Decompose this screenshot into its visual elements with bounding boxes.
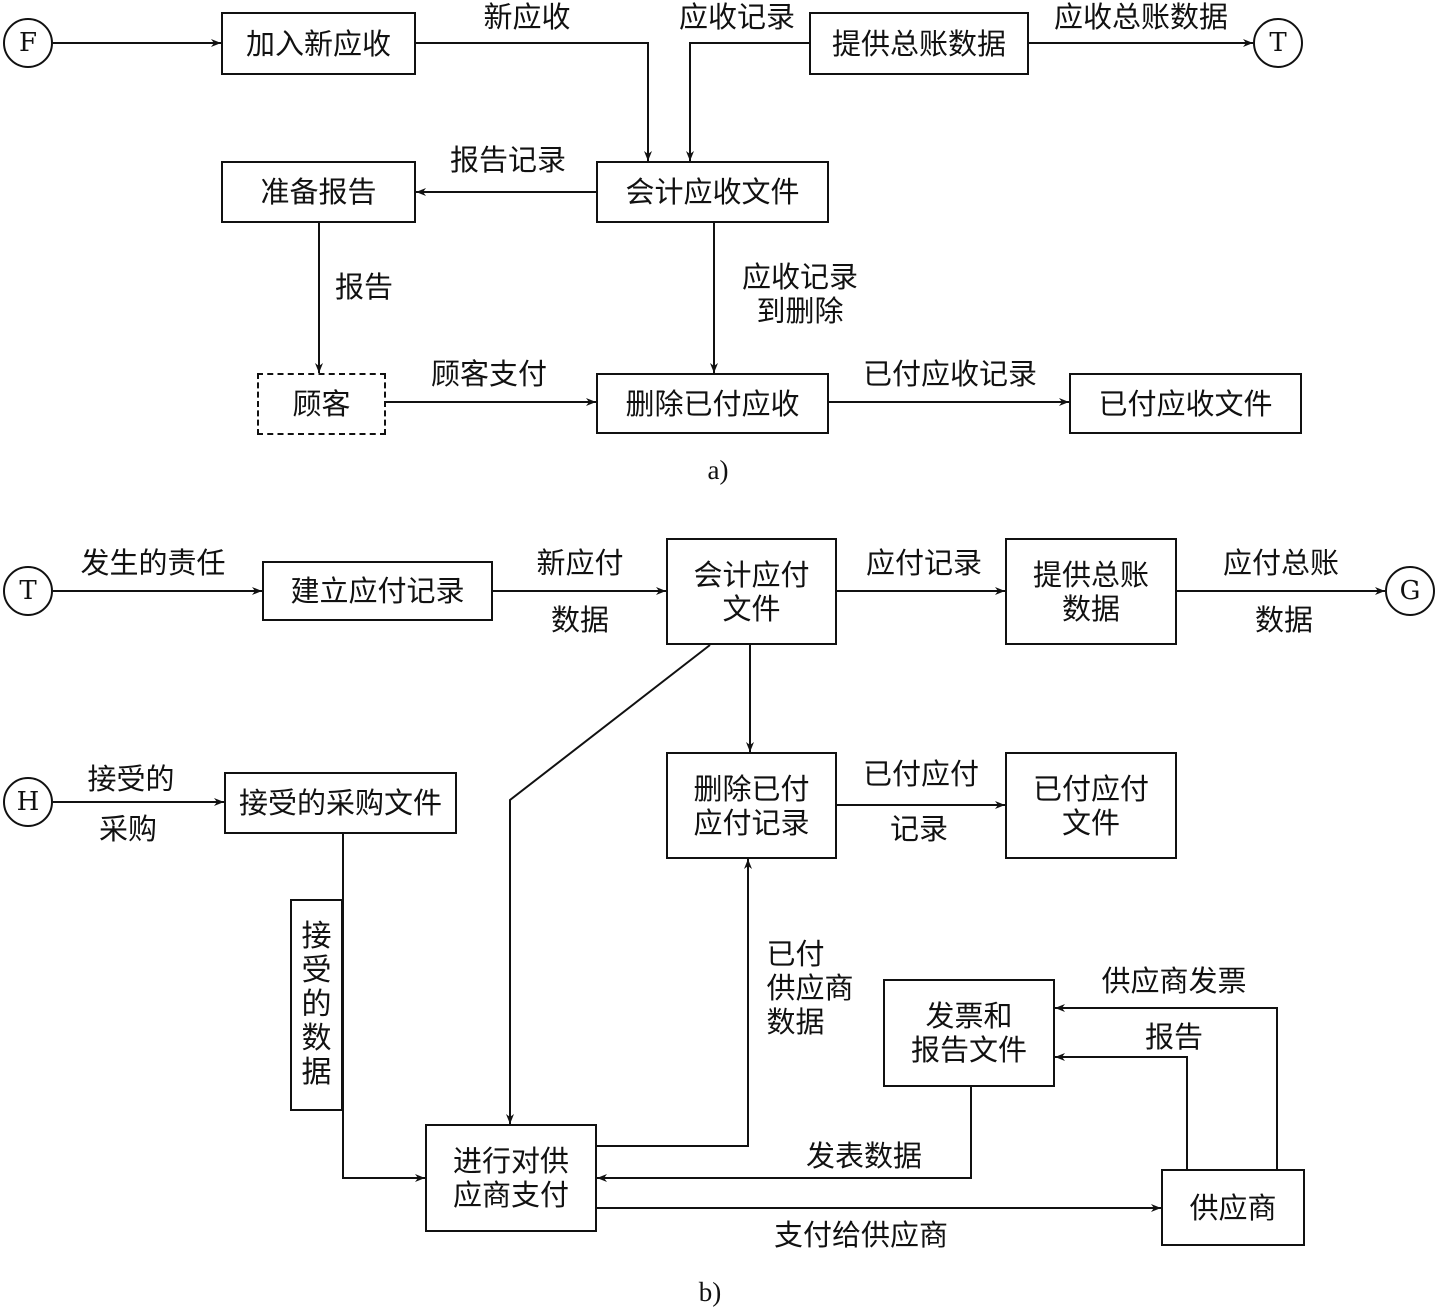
arrow-vendor-invoice [1055,1004,1278,1169]
box-ap-file: 会计应付 文件 [666,538,837,645]
caption-a: a) [707,455,729,485]
arrow-invoice-data [597,1087,972,1182]
box-provide-gl-data-b: 提供总账 数据 [1005,538,1177,645]
box-ar-file: 会计应收文件 [596,161,829,223]
label-new-ap-2: 数据 [550,603,610,637]
arrow-payment-to-delete [597,859,752,1147]
label-new-ap-1: 新应付 [536,546,624,580]
arrow-accepted-to-payment [342,834,425,1182]
box-prepare-report: 准备报告 [221,161,416,223]
label-report-a: 报告 [334,270,394,304]
box-add-new-ar: 加入新应收 [221,12,416,75]
label-report-b: 报告 [1144,1020,1204,1054]
box-accepted-data: 接 受 的 数 据 [290,899,343,1111]
label-ar-to-delete: 应收记录 到删除 [741,260,859,328]
connector-t-b: T [3,566,53,616]
connector-g: G [1385,566,1435,616]
label-paid-vendor-data: 已付 供应商 数据 [766,937,854,1039]
label-accepted-purchase-2: 采购 [98,812,158,846]
label-paid-ap-2: 记录 [889,812,949,846]
label-customer-payment: 顾客支付 [430,357,548,391]
label-liability: 发生的责任 [80,546,226,580]
label-pay-to-vendor: 支付给供应商 [773,1218,949,1252]
box-delete-paid-ap: 删除已付 应付记录 [666,752,837,859]
connector-f: F [3,18,53,68]
label-invoice-data: 发表数据 [805,1139,923,1173]
label-new-ar: 新应收 [483,0,571,34]
connector-t-a: T [1253,18,1303,68]
box-invoice-report-file: 发票和 报告文件 [883,979,1055,1087]
box-delete-paid-ar: 删除已付应收 [596,373,829,434]
label-ar-record: 应收记录 [678,0,796,34]
box-vendor: 供应商 [1161,1169,1305,1246]
label-ap-record: 应付记录 [865,546,983,580]
box-create-ap-record: 建立应付记录 [262,561,493,621]
box-paid-ar-file: 已付应收文件 [1069,373,1302,434]
label-report-record: 报告记录 [449,143,567,177]
caption-b: b) [698,1277,722,1307]
connector-h: H [3,777,53,827]
box-provide-gl-data-a: 提供总账数据 [809,12,1029,75]
label-ap-gl-2: 数据 [1254,603,1314,637]
arrow-vendor-report [1055,1053,1188,1169]
label-ap-gl-1: 应付总账 [1222,546,1340,580]
arrow-ap-file-to-payment [506,644,711,1124]
arrow-new-ar [416,42,652,161]
box-customer: 顾客 [257,373,386,435]
label-paid-ar-record: 已付应收记录 [862,357,1038,391]
label-paid-ap-1: 已付应付 [862,757,980,791]
label-vendor-invoice: 供应商发票 [1101,964,1247,998]
box-pay-vendor: 进行对供 应商支付 [425,1124,597,1232]
box-accepted-purchase-file: 接受的采购文件 [224,772,457,834]
arrow-ar-record [686,42,809,161]
label-ar-gl-data: 应收总账数据 [1053,0,1229,34]
label-accepted-purchase-1: 接受的 [87,762,175,796]
box-paid-ap-file: 已付应付 文件 [1005,752,1177,859]
